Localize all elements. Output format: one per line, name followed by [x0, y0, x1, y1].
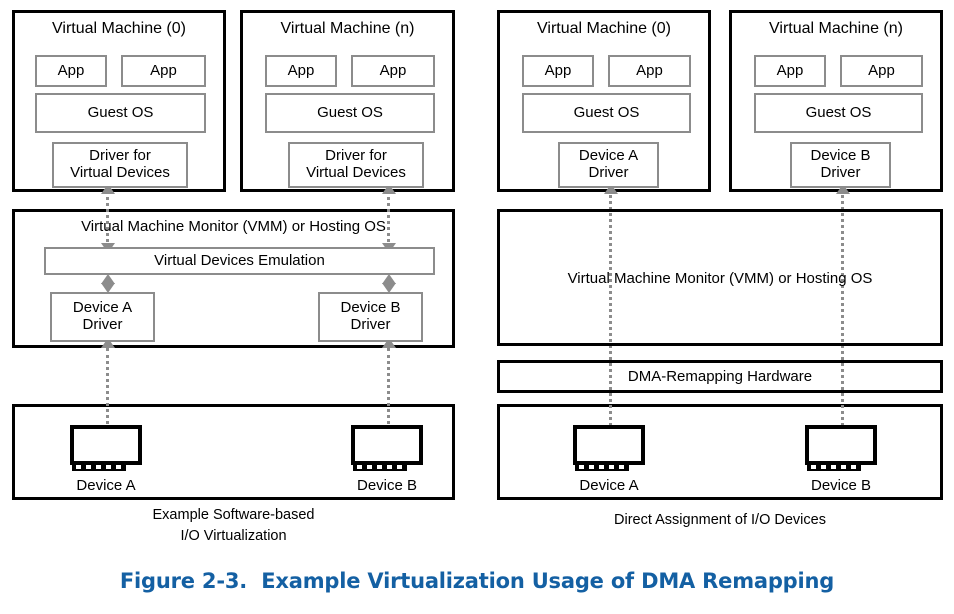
vm-driver-right-0: Device A Driver	[558, 142, 659, 188]
device-label-left-b: Device B	[356, 477, 418, 494]
dma-remapping-hardware-label: DMA-Remapping Hardware	[627, 368, 813, 385]
arrowhead-driver-a-to-device-up	[101, 338, 115, 348]
figure-caption: Figure 2-3. Example Virtualization Usage…	[119, 569, 835, 593]
arrowhead-vmn-up	[382, 184, 396, 194]
vmm-box-right	[497, 209, 943, 346]
device-label-right-a: Device A	[579, 477, 639, 494]
vm-app-right-n-b: App	[840, 55, 923, 87]
device-screen-icon	[70, 425, 142, 465]
vm-app-left-0-a: App	[35, 55, 107, 87]
vmm-device-b-driver-line1: Device B	[340, 299, 401, 317]
arrowhead-vm0-up	[101, 184, 115, 194]
vm-driver-right-n-line2: Driver	[820, 164, 861, 181]
vm-driver-left-n: Driver for Virtual Devices	[288, 142, 424, 188]
panel-caption-right-line1: Direct Assignment of I/O Devices	[614, 512, 826, 528]
arrowhead-right-vm0-up	[604, 184, 618, 194]
vmm-title-left: Virtual Machine Monitor (VMM) or Hosting…	[81, 218, 386, 235]
vm-guestos-left-n: Guest OS	[265, 93, 435, 133]
vm-app-left-n-a: App	[265, 55, 337, 87]
vm-driver-left-n-line2: Virtual Devices	[306, 164, 406, 181]
connector-driver-b-to-device-b	[387, 348, 390, 431]
connector-vm0-to-emulation	[106, 190, 109, 250]
vmm-title-right: Virtual Machine Monitor (VMM) or Hosting…	[567, 270, 873, 287]
dma-remapping-hardware-box	[497, 360, 943, 393]
vm-app-left-n-b: App	[351, 55, 435, 87]
vm-title-right-n: Virtual Machine (n)	[769, 20, 903, 37]
arrowhead-driver-a-up	[101, 274, 115, 284]
vm-driver-left-0: Driver for Virtual Devices	[52, 142, 188, 188]
arrowhead-driver-b-up	[382, 274, 396, 284]
connector-vmn-to-emulation	[387, 190, 390, 250]
vmm-device-a-driver-line2: Driver	[82, 316, 123, 333]
vm-driver-left-0-line2: Virtual Devices	[70, 164, 170, 181]
vm-title-left-n: Virtual Machine (n)	[280, 20, 415, 37]
device-pins-icon	[72, 463, 126, 471]
arrowhead-driver-b-down	[382, 283, 396, 293]
device-label-right-b: Device B	[810, 477, 872, 494]
vm-driver-right-0-line2: Driver	[588, 164, 629, 181]
vmm-device-b-driver: Device B Driver	[318, 292, 423, 342]
vm-app-right-0-b: App	[608, 55, 691, 87]
device-screen-icon	[351, 425, 423, 465]
connector-driver-a-to-device-a	[106, 348, 109, 431]
vmm-device-a-driver: Device A Driver	[50, 292, 155, 342]
vmm-device-b-driver-line2: Driver	[350, 316, 391, 333]
device-pins-icon	[575, 463, 629, 471]
vmm-device-a-driver-line1: Device A	[72, 299, 133, 317]
vm-guestos-left-0: Guest OS	[35, 93, 206, 133]
vm-driver-left-n-line1: Driver for	[325, 147, 387, 165]
vm-guestos-right-n: Guest OS	[754, 93, 923, 133]
arrowhead-driver-b-to-device-up	[382, 338, 396, 348]
device-label-left-a: Device A	[76, 477, 136, 494]
virtual-devices-emulation-box: Virtual Devices Emulation	[44, 247, 435, 275]
vm-driver-left-0-line1: Driver for	[89, 147, 151, 165]
device-pins-icon	[807, 463, 861, 471]
vm-driver-right-n: Device B Driver	[790, 142, 891, 188]
arrowhead-right-vmn-up	[836, 184, 850, 194]
connector-right-device-a-path	[609, 190, 612, 431]
panel-caption-left: Example Software-based I/O Virtualizatio…	[12, 505, 455, 547]
connector-right-device-b-path	[841, 190, 844, 431]
panel-caption-left-line1: Example Software-based	[152, 507, 315, 523]
vm-title-right-0: Virtual Machine (0)	[537, 20, 671, 37]
vm-app-left-0-b: App	[121, 55, 206, 87]
panel-caption-right: Direct Assignment of I/O Devices	[497, 510, 943, 531]
vm-app-right-n-a: App	[754, 55, 826, 87]
device-pins-icon	[353, 463, 407, 471]
device-screen-icon	[573, 425, 645, 465]
vm-driver-right-0-line1: Device A	[578, 147, 639, 165]
arrowhead-driver-a-down	[101, 283, 115, 293]
vm-title-left-0: Virtual Machine (0)	[52, 20, 186, 37]
vm-driver-right-n-line1: Device B	[810, 147, 871, 165]
device-screen-icon	[805, 425, 877, 465]
vm-app-right-0-a: App	[522, 55, 594, 87]
panel-caption-left-line2: I/O Virtualization	[180, 528, 287, 545]
vm-guestos-right-0: Guest OS	[522, 93, 691, 133]
